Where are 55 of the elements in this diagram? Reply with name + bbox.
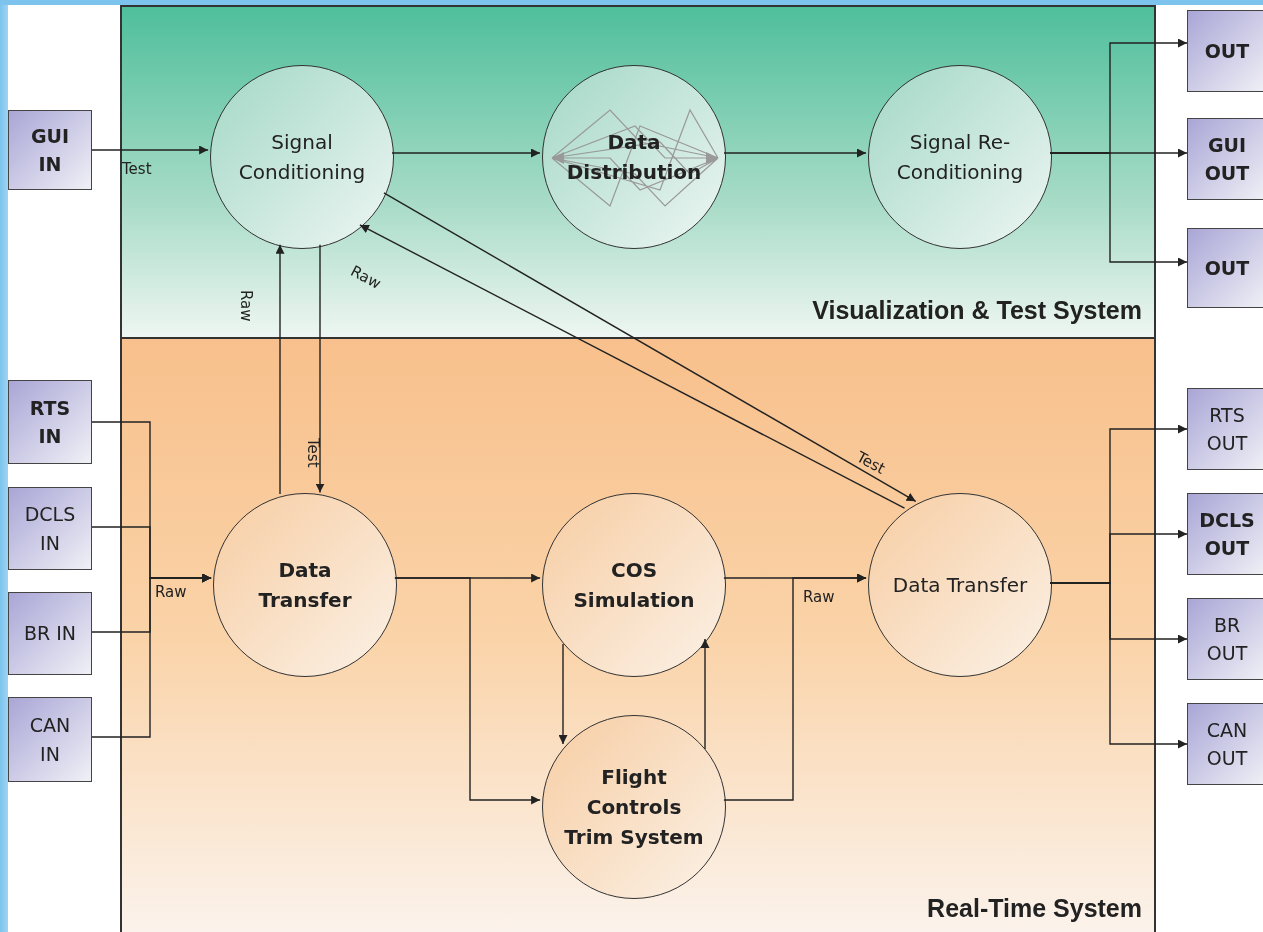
io-port-box (1187, 388, 1263, 470)
port-label: OUT (1203, 255, 1251, 281)
system-region (120, 337, 1156, 932)
port-label: RTS IN (28, 395, 72, 449)
process-label: COS Simulation (572, 557, 696, 614)
arrow (315, 244, 325, 494)
io-port-box (1187, 703, 1263, 785)
process-label: Signal Re-Conditioning (895, 129, 1025, 186)
process-label: Data Distribution (565, 129, 703, 186)
port-label: GUI OUT (1203, 132, 1251, 186)
process-label: Flight Controls Trim System (564, 764, 704, 851)
process-label: Data Transfer (257, 557, 353, 614)
io-port-box (1187, 493, 1263, 575)
port-label: BR OUT (1205, 612, 1249, 666)
port-label: BR IN (22, 621, 78, 647)
arrow (1049, 152, 1188, 267)
edge-label: Test (304, 438, 322, 468)
io-port-box (8, 110, 92, 190)
arrow (359, 224, 906, 509)
io-port-box (8, 592, 92, 675)
arrow (700, 638, 710, 750)
io-port-box (1187, 118, 1263, 200)
arrow (383, 192, 917, 502)
arrow (723, 573, 867, 801)
port-label: OUT (1203, 38, 1251, 64)
process-label: Signal Conditioning (237, 129, 367, 186)
port-label: GUI IN (29, 123, 71, 177)
process-label: Data Transfer (891, 572, 1029, 599)
edge-label: Test (122, 160, 152, 178)
region-title: Visualization & Test System (812, 296, 1142, 325)
io-port-box (1187, 598, 1263, 680)
arrow (723, 148, 867, 158)
edge-label: Test (853, 448, 889, 478)
port-label: CAN OUT (1205, 717, 1249, 771)
io-port-box (1187, 10, 1263, 92)
io-port-box (8, 487, 92, 570)
arrow (394, 577, 541, 805)
arrow (91, 145, 209, 155)
edge-label: Raw (803, 588, 835, 606)
edge-label: Raw (155, 583, 187, 601)
region-title: Real-Time System (927, 894, 1142, 923)
io-port-box (8, 380, 92, 464)
arrow (275, 244, 285, 495)
arrow (391, 148, 541, 158)
port-label: RTS OUT (1205, 402, 1249, 456)
io-port-box (8, 697, 92, 782)
port-label: DCLS OUT (1198, 507, 1256, 561)
arrow (91, 573, 212, 738)
system-region (120, 5, 1156, 339)
edge-label: Raw (237, 290, 255, 322)
port-label: CAN IN (28, 713, 72, 767)
arrow (558, 643, 568, 745)
edge-label: Raw (347, 262, 384, 293)
io-port-box (1187, 228, 1263, 308)
port-label: DCLS IN (23, 502, 77, 556)
